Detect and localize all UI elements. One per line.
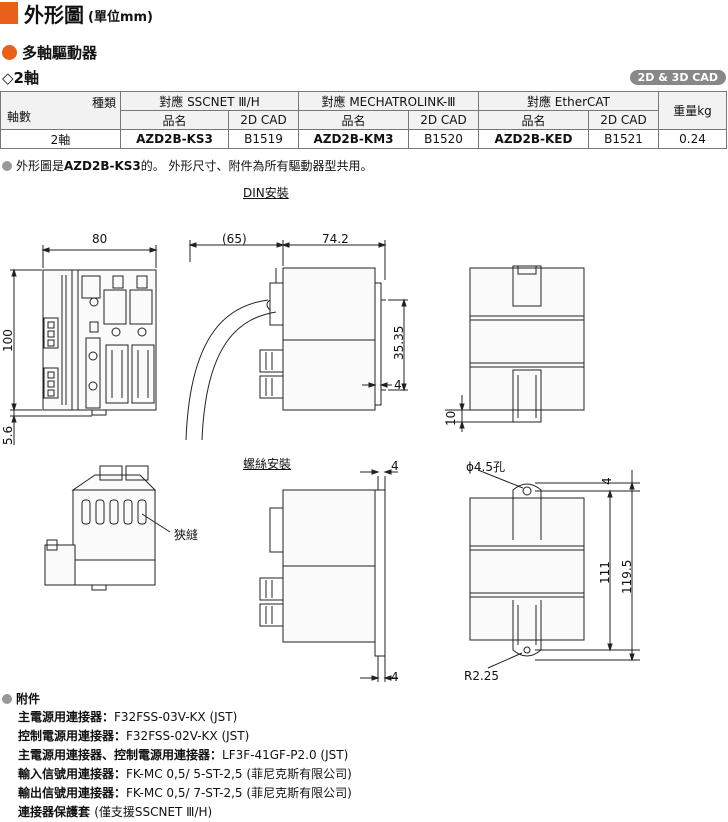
page-header: 外形圖 (單位mm) bbox=[0, 0, 153, 27]
section-title: 多軸驅動器 bbox=[22, 44, 98, 62]
dim-119-5: 119.5 bbox=[620, 559, 634, 594]
corner-bottom: 軸數 bbox=[7, 110, 32, 124]
page-title: 外形圖 bbox=[24, 2, 84, 27]
drawing-note: 外形圖是 AZD2B-KS3 的。 外形尺寸、附件為所有驅動器型共用。 bbox=[2, 157, 373, 174]
page-subtitle: (單位mm) bbox=[88, 9, 153, 25]
list-item: 主電源用連接器：F32FSS-03V-KX (JST) bbox=[18, 710, 238, 724]
side-view bbox=[185, 267, 386, 441]
group-header-mechatrolink: 對應 MECHATROLINK-Ⅲ bbox=[298, 91, 479, 111]
sub-header-name: 品名 bbox=[298, 110, 409, 130]
cad-badge[interactable]: 2D & 3D CAD bbox=[629, 70, 726, 85]
list-item: 控制電源用連接器：F32FSS-02V-KX (JST) bbox=[18, 729, 250, 743]
cad-link[interactable]: B1521 bbox=[588, 129, 659, 149]
spec-table: 種類 軸數 對應 SSCNET Ⅲ/H 對應 MECHATROLINK-Ⅲ 對應… bbox=[0, 91, 727, 149]
dim-80: 80 bbox=[92, 232, 108, 246]
bullet-icon bbox=[2, 693, 12, 704]
model-name: AZD2B-KED bbox=[478, 129, 589, 149]
accessories-list: 主電源用連接器：F32FSS-03V-KX (JST) 控制電源用連接器：F32… bbox=[18, 708, 352, 822]
list-item: 輸出信號用連接器：FK-MC 0,5/ 7-ST-2,5 (菲尼克斯有限公司) bbox=[18, 786, 352, 800]
din-mount-label: DIN安裝 bbox=[243, 186, 289, 200]
note-suffix: 的。 外形尺寸、附件為所有驅動器型共用。 bbox=[140, 159, 373, 173]
dim-74-2: 74.2 bbox=[322, 232, 349, 246]
dim-4: 4 bbox=[600, 477, 614, 485]
dim-100: 100 bbox=[1, 329, 15, 352]
model-name: AZD2B-KM3 bbox=[298, 129, 409, 149]
weight-header: 重量kg bbox=[658, 91, 727, 130]
hole-label: ϕ4.5孔 bbox=[466, 460, 506, 474]
dim-111: 111 bbox=[598, 561, 612, 584]
back-view-screw bbox=[469, 483, 585, 657]
table-corner: 種類 軸數 bbox=[0, 91, 121, 130]
side-view-screw bbox=[259, 476, 386, 657]
sub-header-name: 品名 bbox=[120, 110, 229, 130]
dim-10: 10 bbox=[444, 410, 458, 426]
slit-label: 狹縫 bbox=[174, 528, 199, 542]
bullet-icon bbox=[2, 160, 12, 171]
dim-4: 4 bbox=[394, 378, 402, 392]
subsection-title: ◇2軸 bbox=[2, 69, 39, 87]
dim-4: 4 bbox=[391, 670, 399, 684]
bullet-icon bbox=[2, 45, 17, 60]
radius-label: R2.25 bbox=[464, 669, 500, 683]
back-view-din bbox=[469, 265, 585, 423]
accessories-heading: 附件 bbox=[2, 690, 40, 707]
section-heading: 多軸驅動器 bbox=[2, 42, 97, 63]
dim-65: (65) bbox=[222, 232, 247, 246]
title-marker bbox=[0, 2, 18, 24]
dim-35-35: 35.35 bbox=[392, 325, 406, 360]
top-view bbox=[44, 465, 157, 591]
list-item: 主電源用連接器、控制電源用連接器：LF3F-41GF-P2.0 (JST) bbox=[18, 748, 349, 762]
weight-cell: 0.24 bbox=[658, 129, 727, 149]
note-model: AZD2B-KS3 bbox=[64, 158, 141, 173]
sub-header-cad: 2D CAD bbox=[228, 110, 299, 130]
list-item: 連接器保護套 (僅支援SSCNET Ⅲ/H) bbox=[18, 805, 213, 819]
cad-link[interactable]: B1520 bbox=[408, 129, 479, 149]
dim-5-6: 5.6 bbox=[1, 425, 15, 445]
table-row: 2軸 AZD2B-KS3 B1519 AZD2B-KM3 B1520 AZD2B… bbox=[0, 129, 727, 149]
cad-link[interactable]: B1519 bbox=[228, 129, 299, 149]
note-prefix: 外形圖是 bbox=[16, 159, 65, 173]
front-view bbox=[42, 269, 157, 416]
list-item: 輸入信號用連接器：FK-MC 0,5/ 5-ST-2,5 (菲尼克斯有限公司) bbox=[18, 767, 352, 781]
sub-header-name: 品名 bbox=[478, 110, 589, 130]
dim-4: 4 bbox=[391, 459, 399, 473]
group-header-sscnet: 對應 SSCNET Ⅲ/H bbox=[120, 91, 299, 111]
group-header-ethercat: 對應 EtherCAT bbox=[478, 91, 659, 111]
accessories-title: 附件 bbox=[16, 692, 41, 706]
screw-mount-label: 螺絲安裝 bbox=[243, 457, 292, 471]
corner-top: 種類 bbox=[91, 96, 116, 110]
model-name: AZD2B-KS3 bbox=[120, 129, 229, 149]
